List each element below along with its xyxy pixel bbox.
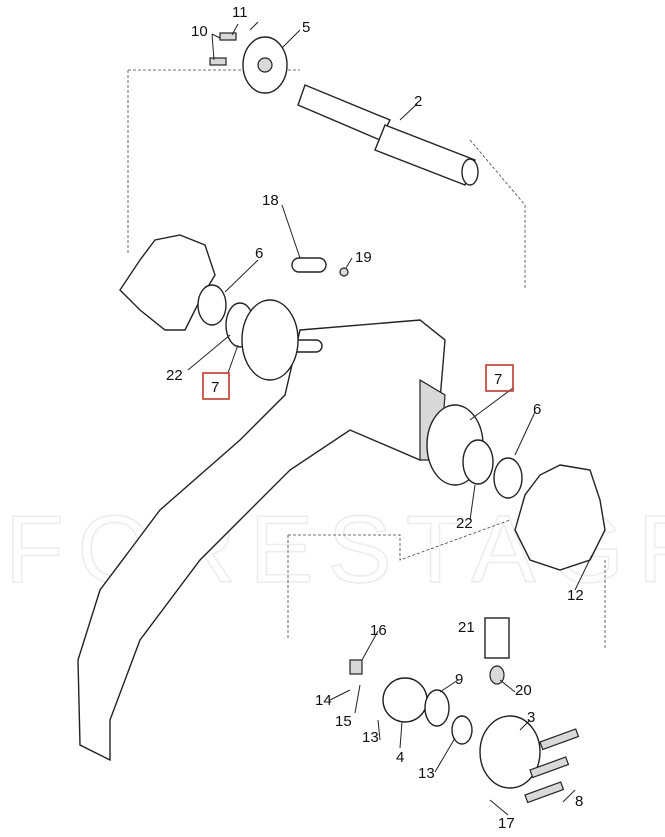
bolt-8 — [539, 728, 580, 751]
cover-3 — [479, 715, 541, 789]
callout-16: 16 — [370, 622, 387, 639]
callout-19: 19 — [355, 249, 372, 266]
fitting-16 — [349, 659, 363, 675]
flange-hub — [257, 57, 273, 73]
bushing-left — [197, 284, 227, 326]
pin-21 — [484, 617, 510, 659]
grease-nipple — [339, 267, 349, 277]
callout-3: 3 — [527, 709, 535, 726]
bearing-13 — [451, 715, 473, 745]
callout-18: 18 — [262, 192, 279, 209]
bolt — [209, 57, 227, 66]
callout-6-left: 6 — [255, 245, 263, 262]
oring-right — [462, 439, 494, 485]
bolt — [219, 32, 237, 41]
highlight-box-7-left — [202, 372, 230, 400]
callout-4: 4 — [396, 749, 404, 766]
callout-20: 20 — [515, 682, 532, 699]
callout-8: 8 — [575, 793, 583, 810]
callout-22-left: 22 — [166, 367, 183, 384]
callout-5: 5 — [302, 19, 310, 36]
sprocket-right — [514, 464, 606, 571]
callout-6-right: 6 — [533, 401, 541, 418]
callout-21: 21 — [458, 619, 475, 636]
fitting-20 — [489, 665, 505, 685]
callout-12: 12 — [567, 587, 584, 604]
callout-7-right: 7 — [494, 371, 502, 388]
callout-14: 14 — [315, 692, 332, 709]
callout-9: 9 — [455, 671, 463, 688]
shaft-end — [461, 158, 479, 186]
bolt-8 — [529, 756, 570, 779]
callout-7-left: 7 — [211, 379, 219, 396]
dashed-guide-top — [127, 69, 526, 290]
shaft-right — [374, 124, 476, 186]
callout-15: 15 — [335, 713, 352, 730]
bushing-right — [493, 457, 523, 499]
callout-13-bottom: 13 — [418, 765, 435, 782]
gear-4 — [382, 677, 428, 723]
swing-arm — [77, 319, 446, 762]
key — [291, 257, 327, 273]
highlight-box-7-right — [485, 364, 514, 392]
callout-11: 11 — [232, 4, 248, 21]
callout-17: 17 — [498, 815, 515, 832]
callout-2: 2 — [414, 93, 422, 110]
callout-22-right: 22 — [456, 515, 473, 532]
dashed-guide-bottom — [287, 519, 606, 650]
oring-9 — [424, 689, 450, 727]
sprocket-left — [119, 234, 216, 331]
callout-13-top: 13 — [362, 729, 379, 746]
washer-left — [241, 299, 299, 381]
callout-10: 10 — [191, 23, 208, 40]
bolt-8 — [524, 781, 565, 804]
shaft-left — [297, 84, 391, 141]
